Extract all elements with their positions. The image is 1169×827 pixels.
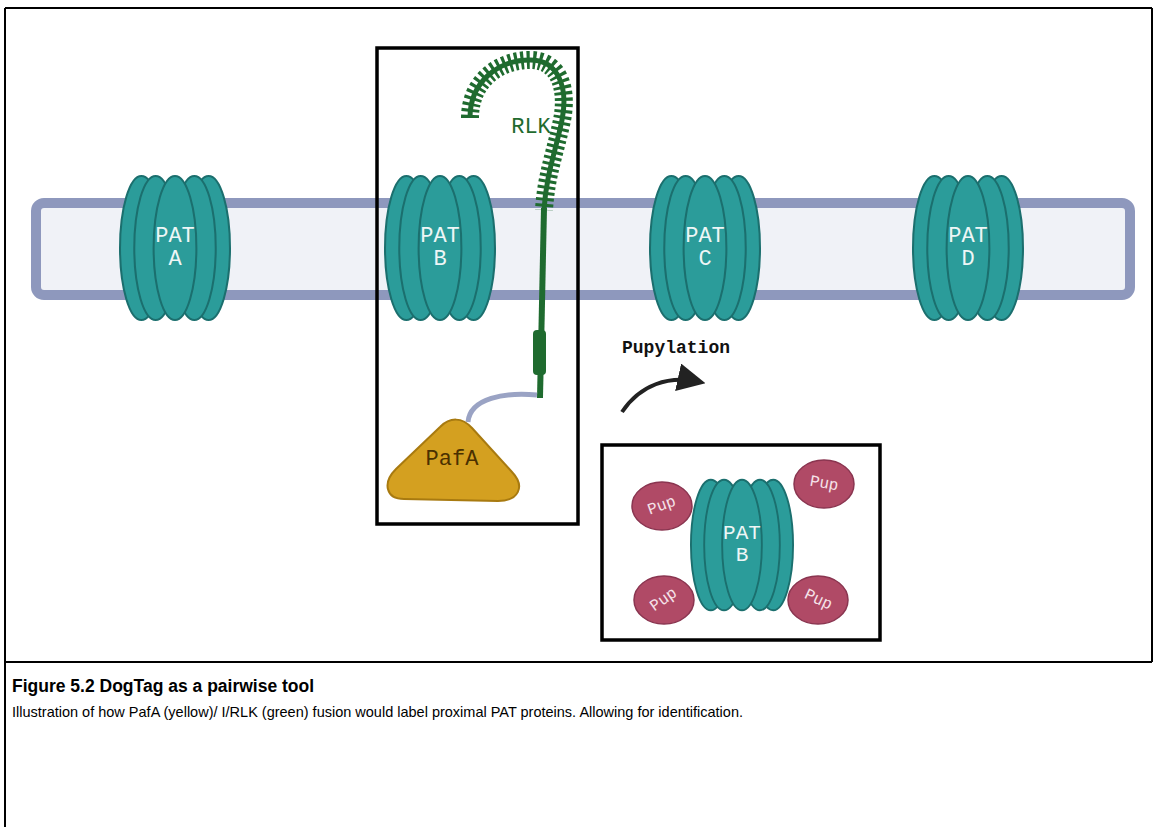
pat-protein: PAT B [384, 173, 496, 323]
pat-protein: PAT A [119, 173, 231, 323]
pup-tag: Pup [793, 459, 855, 509]
node-text: PAT A [143, 225, 207, 271]
figure-frame [5, 8, 1152, 827]
pupylation-arrow [622, 380, 700, 412]
result-box [602, 445, 880, 640]
receptor-label: RLK [496, 111, 566, 145]
node-text: PAT B [408, 225, 472, 271]
pair-box [377, 48, 578, 524]
fusion-linker [468, 394, 537, 422]
pat-protein: PAT B [690, 477, 794, 613]
node-text: PafA [407, 448, 497, 471]
pat-protein: PAT C [649, 173, 761, 323]
pup-tag: Pup [787, 575, 849, 625]
node-text: RLK [501, 116, 561, 139]
node-text: PAT B [712, 523, 772, 567]
pafa-enzyme: PafA [382, 417, 522, 503]
figure-caption: Illustration of how PafA (yellow)/ I/RLK… [12, 702, 1132, 723]
node-text: PAT D [936, 225, 1000, 271]
node-text: PAT C [673, 225, 737, 271]
pup-tag: Pup [633, 575, 695, 625]
process-label: Pupylation [622, 338, 730, 358]
figure-title: Figure 5.2 DogTag as a pairwise tool [12, 676, 314, 697]
pat-protein: PAT D [912, 173, 1024, 323]
pup-tag: Pup [631, 481, 693, 531]
